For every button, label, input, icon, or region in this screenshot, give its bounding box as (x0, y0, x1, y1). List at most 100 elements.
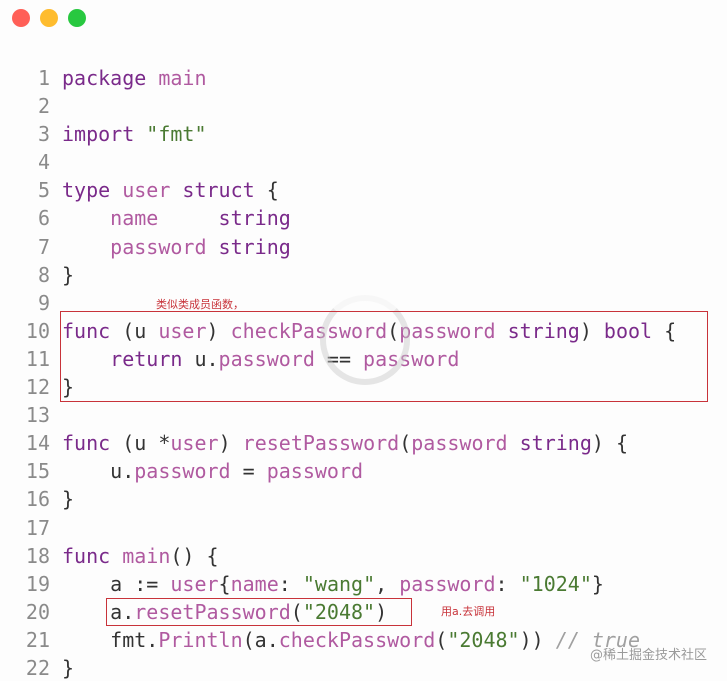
code-token: main (146, 66, 207, 90)
line-number: 9 (37, 290, 50, 315)
code-token: func (62, 431, 111, 456)
code-token: ) { (591, 431, 628, 456)
code-token: name (230, 571, 279, 596)
code-token: () { (170, 543, 219, 568)
code-token: checkPassword (278, 627, 436, 652)
code-line: 4 (0, 148, 727, 176)
line-number: 22 (25, 655, 50, 680)
code-token: type (62, 178, 111, 203)
line-number: 14 (25, 431, 50, 456)
line-number: 18 (25, 543, 50, 568)
code-token: func (62, 543, 111, 568)
line-number: 20 (25, 599, 50, 624)
code-token: password (266, 459, 364, 484)
code-text: a := user{name: "wang", password: "1024"… (62, 570, 604, 598)
code-line: 6 name string (0, 204, 727, 232)
code-token: ( (435, 627, 448, 652)
code-line: 20 a.resetPassword("2048") (0, 598, 727, 626)
code-token: "2048" (447, 627, 520, 652)
line-number: 2 (37, 94, 50, 119)
code-token: (u (110, 318, 159, 343)
code-token: user (170, 571, 219, 596)
code-token: ( (399, 431, 412, 456)
code-token: // true (555, 627, 641, 652)
code-token: password (399, 318, 508, 343)
code-token: ( (290, 599, 303, 624)
code-token: "fmt" (146, 122, 207, 147)
code-token: user (158, 318, 207, 343)
code-token: package (62, 66, 147, 90)
line-number: 12 (25, 375, 50, 400)
minimize-button[interactable] (40, 9, 58, 27)
close-button[interactable] (12, 9, 30, 27)
code-text: import "fmt" (62, 120, 207, 148)
code-token: : (495, 571, 520, 596)
code-token: : (278, 571, 303, 596)
line-number: 6 (37, 206, 50, 231)
code-token: ) (375, 599, 388, 624)
line-number: 7 (37, 234, 50, 259)
code-text: func (u user) checkPassword(password str… (62, 317, 676, 345)
code-text: } (62, 654, 74, 682)
code-token: password (62, 234, 219, 259)
code-text: type user struct { (62, 176, 279, 204)
line-number: 21 (25, 627, 50, 652)
code-token: struct (182, 178, 255, 203)
code-token: user (110, 178, 183, 203)
code-line: 21 fmt.Println(a.checkPassword("2048")) … (0, 626, 727, 654)
code-token: fmt. (62, 627, 159, 652)
code-text: package main (62, 64, 207, 92)
line-number: 17 (25, 515, 50, 540)
code-line: 13 (0, 401, 727, 429)
code-token: ) (218, 431, 243, 456)
code-line: 12} (0, 373, 727, 401)
code-token: )) (519, 627, 556, 652)
code-token (110, 544, 122, 568)
code-token: password (218, 346, 315, 371)
line-number: 10 (25, 318, 50, 343)
code-token: } (62, 262, 75, 287)
code-token: "wang" (302, 571, 376, 596)
code-token: } (62, 487, 75, 512)
line-number: 4 (37, 150, 50, 175)
line-number: 8 (37, 262, 50, 287)
code-token: ) (206, 318, 231, 343)
code-text: name string (62, 204, 291, 232)
code-token: "1024" (519, 571, 592, 596)
code-token: = (230, 459, 267, 484)
code-token: string (519, 431, 592, 456)
line-number: 5 (37, 178, 50, 203)
zoom-button[interactable] (68, 9, 86, 27)
code-token: name (62, 206, 219, 231)
code-token: bool (603, 318, 653, 343)
call-highlight-box (106, 598, 412, 626)
code-token: "2048" (302, 599, 376, 624)
code-text: } (62, 485, 74, 513)
loading-spinner-icon (320, 295, 410, 385)
code-token: return (110, 346, 183, 371)
code-token: password (399, 571, 496, 596)
code-token: { (652, 318, 677, 343)
code-token: string (218, 234, 291, 259)
line-number: 16 (25, 487, 50, 512)
code-text: password string (62, 233, 291, 261)
code-token: { (254, 178, 279, 203)
code-token: } (591, 571, 604, 596)
code-line: 7 password string (0, 233, 727, 261)
code-token: a := (62, 571, 171, 596)
code-token: } (62, 375, 75, 400)
code-token: u. (62, 459, 135, 484)
code-token: , (375, 571, 400, 596)
code-line: 19 a := user{name: "wang", password: "10… (0, 570, 727, 598)
code-text: } (62, 373, 74, 401)
code-token: password (134, 459, 231, 484)
code-token (134, 122, 146, 146)
code-line: 16} (0, 485, 727, 513)
code-token: import (62, 122, 135, 147)
